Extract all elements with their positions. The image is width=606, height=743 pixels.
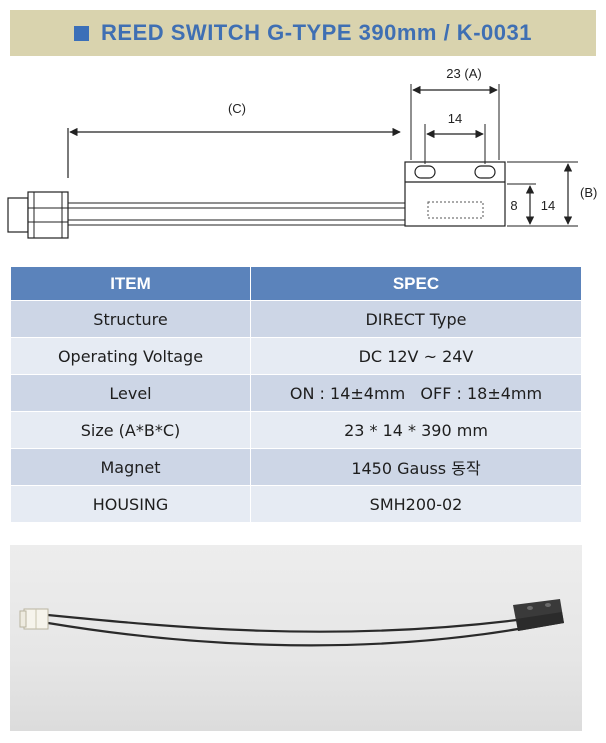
title-bar: REED SWITCH G-TYPE 390mm / K-0031 — [10, 10, 596, 56]
row-item: Magnet — [10, 448, 251, 486]
table-header-row: ITEM SPEC — [10, 266, 582, 301]
spec-table: ITEM SPEC Structure DIRECT Type Operatin… — [10, 266, 582, 523]
label-c: (C) — [228, 101, 246, 116]
label-8: 8 — [510, 198, 517, 213]
row-spec: 1450 Gauss 동작 — [250, 448, 582, 486]
row-item: Size (A*B*C) — [10, 411, 251, 449]
row-item: HOUSING — [10, 485, 251, 523]
row-spec: ON : 14±4mm OFF : 18±4mm — [250, 374, 582, 412]
table-row: Magnet 1450 Gauss 동작 — [10, 448, 582, 486]
label-a: 23 (A) — [446, 66, 481, 81]
row-spec: SMH200-02 — [250, 485, 582, 523]
label-14-side: 14 — [541, 198, 555, 213]
product-photo — [10, 545, 582, 731]
row-spec: DC 12V ~ 24V — [250, 337, 582, 375]
mount-hole-right — [474, 165, 496, 179]
switch-body — [404, 161, 506, 227]
table-row: Structure DIRECT Type — [10, 300, 582, 338]
switch-body — [513, 599, 564, 631]
row-spec: 23 * 14 * 390 mm — [250, 411, 582, 449]
square-bullet-icon — [74, 25, 90, 41]
reed-element — [427, 201, 484, 219]
label-14-top: 14 — [448, 111, 462, 126]
page-title: REED SWITCH G-TYPE 390mm / K-0031 — [101, 20, 532, 45]
connector-icon — [19, 608, 49, 630]
row-item: Operating Voltage — [10, 337, 251, 375]
row-item: Level — [10, 374, 251, 412]
mount-hole-left — [414, 165, 436, 179]
header-spec: SPEC — [250, 266, 582, 301]
wire-lines — [68, 202, 405, 226]
dimension-diagram: (C) 23 (A) 14 8 14 (B) — [7, 66, 597, 239]
label-b: (B) — [580, 185, 597, 200]
row-item: Structure — [10, 300, 251, 338]
row-spec: DIRECT Type — [250, 300, 582, 338]
table-row: Size (A*B*C) 23 * 14 * 390 mm — [10, 411, 582, 449]
table-row: Level ON : 14±4mm OFF : 18±4mm — [10, 374, 582, 412]
connector-icon — [7, 191, 69, 239]
header-item: ITEM — [10, 266, 251, 301]
product-photo-illustration — [19, 599, 564, 647]
table-row: HOUSING SMH200-02 — [10, 485, 582, 523]
table-row: Operating Voltage DC 12V ~ 24V — [10, 337, 582, 375]
